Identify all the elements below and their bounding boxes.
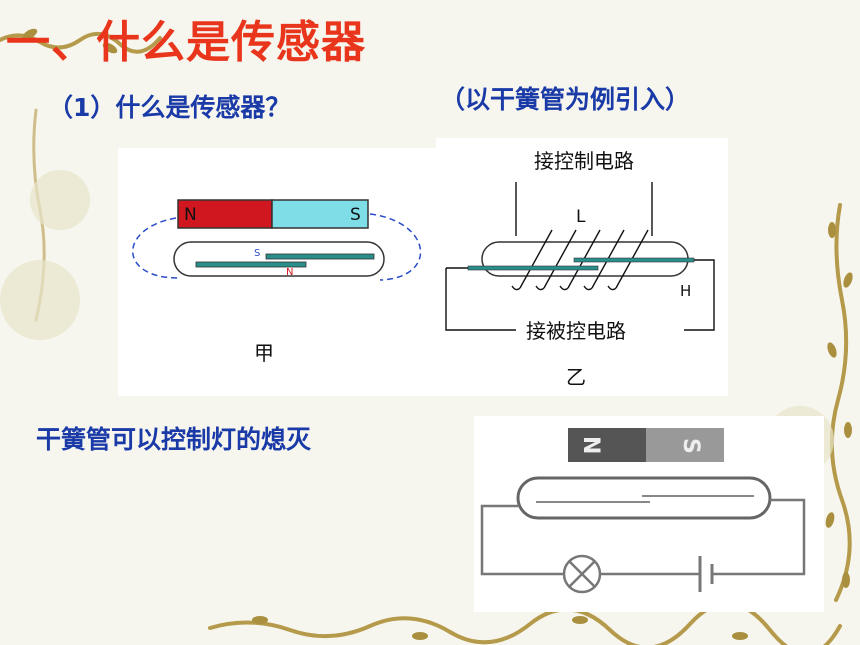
reed-blade-left	[195, 261, 307, 268]
reed-glass-tube	[173, 241, 385, 277]
battery-icon	[698, 556, 714, 592]
magnet-north-pole	[177, 199, 273, 229]
figure-c-diagram: N S	[480, 428, 806, 594]
magnet-c-n-label: N	[578, 436, 603, 454]
caption-text: 干簧管可以控制灯的熄灭	[36, 425, 312, 454]
magnet-s-label: S	[350, 205, 361, 225]
figure-c-panel: N S	[474, 416, 824, 612]
figure-a-panel: N S S N 甲	[118, 148, 440, 396]
coil-label: L	[576, 207, 586, 227]
slide-title: 一、什么是传感器	[6, 17, 366, 68]
figure-b-label: 乙	[566, 365, 586, 389]
slide-note: （以干簧管为例引入）	[440, 85, 691, 114]
magnet-n-label: N	[184, 205, 197, 225]
magnet-c-north	[568, 428, 646, 462]
terminal-h-label: H	[680, 282, 691, 300]
slide-subtitle: （1）什么是传感器？	[48, 93, 291, 122]
magnet-c-s-label: S	[678, 438, 703, 454]
magnet-south-pole	[271, 199, 369, 229]
control-circuit-label: 接控制电路	[534, 149, 634, 173]
figure-b-diagram: 接控制电路 L H 接被控电路 乙	[445, 149, 715, 389]
figure-a-diagram: N S S N 甲	[132, 199, 422, 365]
reed-n-label: N	[286, 267, 293, 278]
figure-a-label: 甲	[254, 341, 274, 365]
controlled-circuit-label: 接被控电路	[526, 319, 626, 343]
magnet-c-south	[646, 428, 724, 462]
field-line-left	[132, 217, 179, 279]
reed-tube-c	[516, 476, 772, 520]
figure-b-panel: 接控制电路 L H 接被控电路 乙	[436, 138, 728, 396]
field-line-right	[369, 213, 422, 281]
reed-blade-right	[265, 253, 375, 260]
reed-s-label: S	[254, 248, 260, 259]
